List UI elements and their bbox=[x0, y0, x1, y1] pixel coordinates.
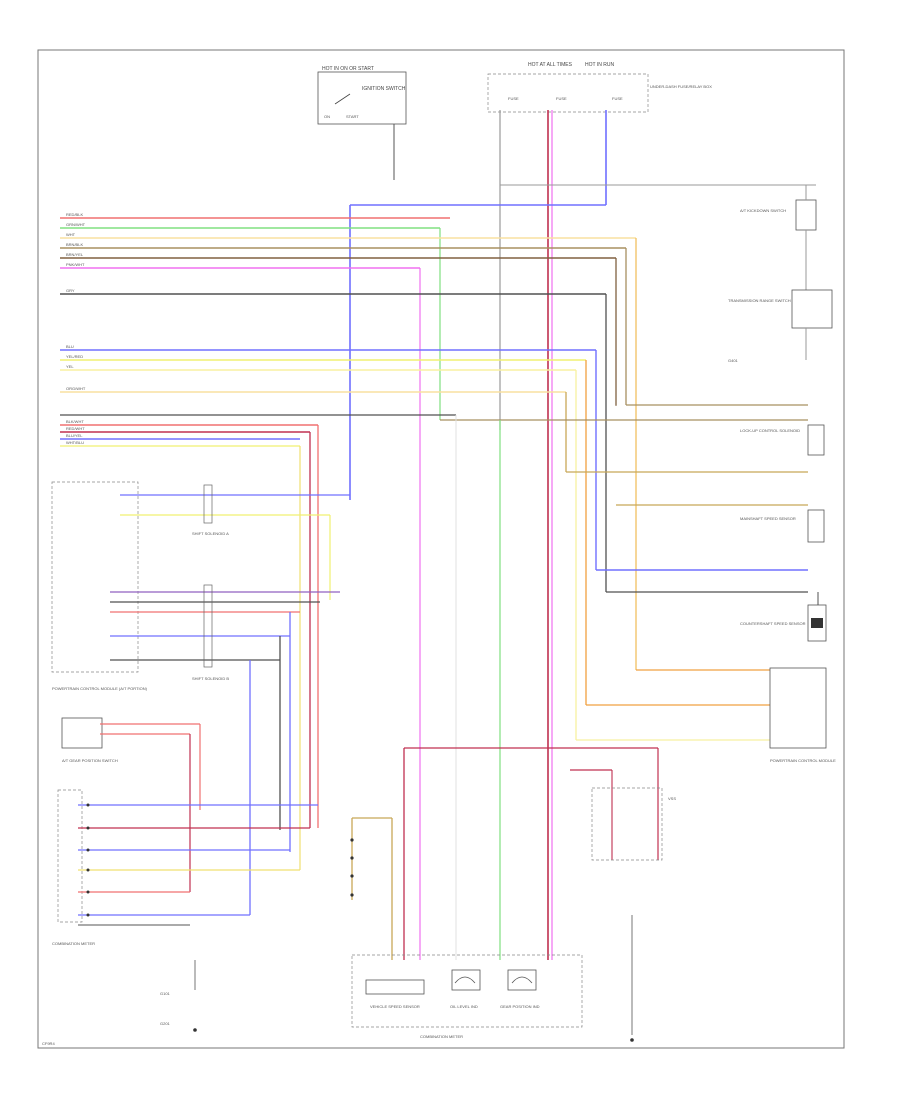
wire-label-red-wht: RED/WHT bbox=[66, 426, 85, 431]
wire-label-wht: WHT bbox=[66, 232, 76, 237]
wire-label-org-wht: ORG/WHT bbox=[66, 386, 86, 391]
fuse-a: FUSE bbox=[508, 96, 519, 101]
vss-label: VSS bbox=[668, 796, 676, 801]
kickdown-switch: A/T KICKDOWN SWITCH bbox=[740, 185, 817, 290]
wire-label-blu-yel: BLU/YEL bbox=[66, 433, 83, 438]
combination-meter-connector: COMBINATION METER bbox=[52, 789, 318, 946]
bottom-caption: COMBINATION METER bbox=[420, 1034, 463, 1039]
ignition-label: IGNITION SWITCH bbox=[362, 86, 406, 92]
connector-upper: SHIFT SOLENOID A bbox=[120, 484, 350, 600]
pcm-left-box bbox=[51, 481, 139, 673]
ground-b-label: G201 bbox=[160, 1021, 171, 1026]
wire-label-blu: BLU bbox=[66, 344, 74, 349]
pcm-lower-lines: BLK/WHT RED/WHT BLU/YEL WHT/BLU bbox=[60, 419, 319, 870]
fuse-b: FUSE bbox=[556, 96, 567, 101]
ignition-pos-start: START bbox=[346, 114, 359, 119]
lockup-solenoid: LOCK-UP CONTROL SOLENOID bbox=[740, 424, 825, 456]
pcm-left-lines: RED/BLK GRN/WHT WHT BRN/BLK BRN/YEL PNK/… bbox=[60, 212, 636, 960]
ground-a-label: G101 bbox=[160, 991, 171, 996]
wire-label-gry: GRY bbox=[66, 288, 75, 293]
wire-label-pnk-wht: PNK/WHT bbox=[66, 262, 85, 267]
wire-label-yel: YEL bbox=[66, 364, 74, 369]
wire-label-wht-blu: WHT/BLU bbox=[66, 440, 84, 445]
pcm-left-label: POWERTRAIN CONTROL MODULE (A/T PORTION) bbox=[52, 686, 148, 691]
transmission-range-switch: TRANSMISSION RANGE SWITCH G401 bbox=[728, 289, 833, 363]
pcm-right-box: POWERTRAIN CONTROL MODULE bbox=[769, 667, 836, 763]
mainshaft-speed-sensor: MAINSHAFT SPEED SENSOR bbox=[740, 509, 825, 543]
pcm-right-label: POWERTRAIN CONTROL MODULE bbox=[770, 758, 836, 763]
combination-meter-left-label: COMBINATION METER bbox=[52, 941, 95, 946]
footer-id: CF9R4 bbox=[42, 1041, 55, 1046]
vehicle-speed-sensor-label: VEHICLE SPEED SENSOR bbox=[370, 1004, 420, 1009]
wire-label-red-blk: RED/BLK bbox=[66, 212, 83, 217]
countershaft-speed-sensor: COUNTERSHAFT SPEED SENSOR bbox=[740, 592, 827, 642]
lockup-label: LOCK-UP CONTROL SOLENOID bbox=[740, 428, 800, 433]
ignition-switch: HOT IN ON OR START IGNITION SWITCH ON ST… bbox=[317, 66, 407, 180]
combination-meter-box bbox=[351, 954, 583, 1028]
connector-lower: SHIFT SOLENOID B bbox=[110, 584, 340, 915]
gear-switch-label: A/T GEAR POSITION SWITCH bbox=[62, 758, 118, 763]
mainshaft-label: MAINSHAFT SPEED SENSOR bbox=[740, 516, 796, 521]
ground-bottom-left: G101 G201 bbox=[160, 960, 197, 1032]
ground-c-label: G401 bbox=[728, 358, 739, 363]
fuse-header-left: HOT AT ALL TIMES bbox=[528, 62, 573, 68]
meter-gauges: VEHICLE SPEED SENSOR OIL LEVEL IND GEAR … bbox=[365, 969, 540, 1009]
pcm-mid-lines: BLU YEL/RED YEL ORG/WHT bbox=[60, 344, 808, 741]
gear-ind-label: GEAR POSITION IND bbox=[500, 1004, 540, 1009]
wire-label-brn-yel: BRN/YEL bbox=[66, 252, 84, 257]
countershaft-label: COUNTERSHAFT SPEED SENSOR bbox=[740, 621, 806, 626]
ground-bottom-right bbox=[630, 915, 634, 1042]
ignition-header: HOT IN ON OR START bbox=[322, 66, 374, 72]
wire-label-grn-wht: GRN/WHT bbox=[66, 222, 86, 227]
kickdown-label: A/T KICKDOWN SWITCH bbox=[740, 208, 786, 213]
fuse-block: HOT AT ALL TIMES HOT IN RUN FUSE FUSE FU… bbox=[487, 62, 712, 113]
ignition-pos-on: ON bbox=[324, 114, 330, 119]
a-t-gear-switch: A/T GEAR POSITION SWITCH bbox=[61, 717, 201, 892]
trs-label: TRANSMISSION RANGE SWITCH bbox=[728, 298, 791, 303]
vss-connector-box bbox=[591, 787, 663, 861]
shift-solenoid-a-label: SHIFT SOLENOID A bbox=[192, 531, 229, 536]
fuse-c: FUSE bbox=[612, 96, 623, 101]
wire-label-yel-red: YEL/RED bbox=[66, 354, 83, 359]
fuse-block-name: UNDER-DASH FUSE/RELAY BOX bbox=[650, 84, 712, 89]
wire-label-blk-wht: BLK/WHT bbox=[66, 419, 84, 424]
oil-level-label: OIL LEVEL IND bbox=[450, 1004, 478, 1009]
shift-solenoid-b-label: SHIFT SOLENOID B bbox=[192, 676, 229, 681]
fuse-header-right: HOT IN RUN bbox=[585, 62, 614, 68]
wire-label-brn-blk: BRN/BLK bbox=[66, 242, 83, 247]
diagram-frame bbox=[37, 49, 845, 1049]
